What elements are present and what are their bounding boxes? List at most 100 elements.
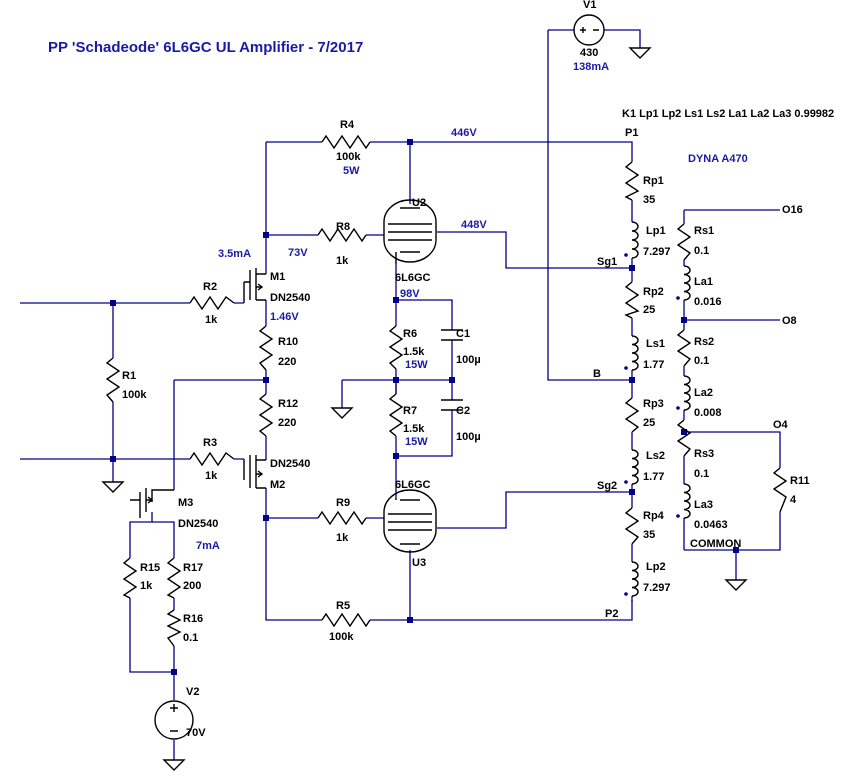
ls1-name: Ls1 [646,338,665,350]
resistor-rp2 [624,281,640,319]
r17-value: 200 [183,580,201,592]
c1-name: C1 [456,328,470,340]
rp1-name: Rp1 [643,175,664,187]
r7-name: R7 [403,405,417,417]
r15-value: 1k [140,580,153,592]
ls2-name: Ls2 [646,450,665,462]
capacitor-c2 [441,399,463,430]
lp2-value: 7.297 [643,582,671,594]
r2-value: 1k [205,314,218,326]
r16-value: 0.1 [183,632,198,644]
u2-value: 6L6GC [395,272,431,284]
la3-value: 0.0463 [694,519,728,531]
source-v2 [154,700,194,740]
inductors [624,221,691,597]
net-o16: O16 [782,204,803,216]
resistor-r8 [317,227,367,243]
net-p1: P1 [625,127,638,139]
ground-icon [724,579,748,591]
rp1-value: 35 [643,194,655,206]
la3-name: La3 [694,499,713,511]
m1-value: DN2540 [270,292,310,304]
v1-name: V1 [583,0,596,11]
v1-current: 138mA [573,61,609,73]
cathode-voltage: 98V [400,288,420,300]
resistor-rp3 [624,397,640,433]
r6-name: R6 [403,328,417,340]
lp1-value: 7.297 [643,246,671,258]
resistor-rp4 [624,507,640,545]
net-b: B [593,368,601,380]
r7-value: 1.5k [403,423,425,435]
r6-value: 1.5k [403,346,425,358]
mosfet-m2 [243,455,266,489]
rs1-name: Rs1 [694,225,714,237]
plate-voltage: 446V [451,127,477,139]
rp3-value: 25 [643,417,655,429]
r10-name: R10 [278,336,298,348]
rs1-value: 0.1 [694,245,709,257]
inductor-lp1 [631,221,639,259]
resistor-rs3 [676,419,692,457]
r9-value: 1k [336,532,349,544]
junction-dots [110,139,739,675]
m2-value: DN2540 [270,458,310,470]
r3-value: 1k [205,470,218,482]
r3-name: R3 [203,437,217,449]
resistors [105,134,788,647]
r8-name: R8 [336,221,350,233]
u2-name: U2 [412,197,426,209]
net-o8: O8 [782,315,797,327]
r5-value: 100k [329,631,354,643]
net-common: COMMON [690,538,741,550]
r10-value: 220 [278,356,296,368]
r12-value: 220 [278,417,296,429]
r7-power: 15W [405,436,428,448]
resistor-r11 [772,467,788,513]
resistor-r17 [166,557,182,599]
ls2-value: 1.77 [643,471,664,483]
rs2-name: Rs2 [694,336,714,348]
rs2-value: 0.1 [694,355,709,367]
ground-icon [162,759,186,771]
r11-value: 4 [790,494,797,506]
resistor-rs1 [676,223,692,261]
resistor-r3 [189,451,235,467]
r2-name: R2 [203,281,217,293]
r11-name: R11 [790,475,810,487]
m2-name: M2 [270,479,285,491]
lp1-name: Lp1 [646,225,666,237]
resistor-rp1 [624,161,640,201]
r6-power: 15W [405,359,428,371]
ground-symbols [101,47,748,771]
rs3-name: Rs3 [694,448,714,460]
r1-value: 100k [122,389,147,401]
r5-name: R5 [336,600,350,612]
screen-voltage: 448V [461,219,487,231]
la1-name: La1 [694,276,713,288]
tubes [383,199,437,553]
la1-value: 0.016 [694,296,722,308]
inductor-lp2 [631,561,639,597]
rp4-value: 35 [643,529,655,541]
r1-name: R1 [122,370,136,382]
resistor-r6 [388,325,404,370]
ground-icon [330,407,354,419]
ground-icon [101,481,125,493]
r8-value: 1k [336,255,349,267]
ls1-value: 1.77 [643,359,664,371]
resistor-r1 [105,357,121,403]
capacitor-c1 [441,329,463,362]
m1-gate-voltage: 73V [288,247,308,259]
r4-power: 5W [343,165,360,177]
rp2-value: 25 [643,304,655,316]
wires [20,29,781,760]
r4-name: R4 [340,119,355,131]
rp3-name: Rp3 [643,398,664,410]
source-v1 [573,14,605,46]
mosfet-m3 [130,488,174,518]
inductor-la2 [683,375,691,411]
net-o4: O4 [773,419,789,431]
rp4-name: Rp4 [643,510,665,522]
